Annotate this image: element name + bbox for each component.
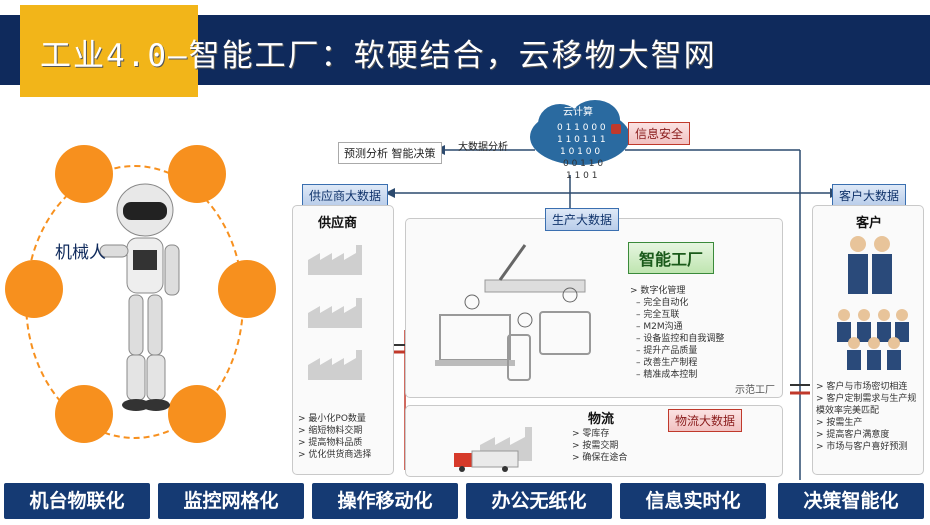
bottom-label-5: 信息实时化 bbox=[620, 483, 766, 519]
cloud-binary-2: 1 1 0 1 1 1 bbox=[557, 135, 606, 145]
devices-illustration bbox=[435, 244, 591, 381]
customer-item-2: > 客户定制需求与生产规 bbox=[816, 394, 917, 404]
bottom-label-6: 决策智能化 bbox=[778, 483, 924, 519]
supplier-bigdata-tag: 供应商大数据 bbox=[302, 184, 389, 207]
supplier-box bbox=[292, 205, 394, 475]
supplier-item-3: > 提高物料品质 bbox=[298, 438, 363, 448]
lock-icon bbox=[611, 124, 621, 134]
bottom-label-3: 操作移动化 bbox=[312, 483, 458, 519]
factory-icon-2 bbox=[308, 298, 362, 328]
orange-node-1 bbox=[55, 145, 113, 203]
logistics-box bbox=[405, 405, 783, 477]
cloud-binary-4: 0 0 1 1 0 bbox=[563, 159, 604, 169]
factory-item-1: > 数字化管理 bbox=[630, 286, 686, 296]
factory-item-6: – 提升产品质量 bbox=[636, 346, 698, 356]
cloud-binary-3: 1 0 1 0 0 bbox=[560, 147, 601, 157]
bottom-label-4: 办公无纸化 bbox=[466, 483, 612, 519]
customer-bigdata-tag: 客户大数据 bbox=[832, 184, 907, 207]
cloud-title: 云计算 bbox=[563, 107, 593, 118]
logistics-item-3: > 确保在途合 bbox=[572, 453, 628, 463]
factory-item-7: – 改善生产制程 bbox=[636, 358, 698, 368]
factory-item-3: – 完全互联 bbox=[636, 310, 680, 320]
orange-node-6 bbox=[168, 385, 226, 443]
bigdata-label: 大数据分析 bbox=[458, 142, 508, 153]
customer-item-6: > 市场与客户喜好预测 bbox=[816, 442, 908, 452]
orange-node-2 bbox=[168, 145, 226, 203]
factory-item-2: – 完全自动化 bbox=[636, 298, 689, 308]
cloud-binary-1: 0 1 1 0 0 0 bbox=[557, 123, 606, 133]
orange-node-5 bbox=[55, 385, 113, 443]
orange-node-3 bbox=[5, 260, 63, 318]
robot-label: 机械人 bbox=[55, 243, 106, 263]
bottom-label-2: 监控网格化 bbox=[158, 483, 304, 519]
supplier-title: 供应商 bbox=[318, 216, 358, 231]
bottom-label-1: 机台物联化 bbox=[4, 483, 150, 519]
predict-label: 预测分析 智能决策 bbox=[338, 142, 442, 164]
logistics-title: 物流 bbox=[588, 412, 615, 427]
logistics-item-2: > 按需交期 bbox=[572, 441, 619, 451]
supplier-item-2: > 缩短物料交期 bbox=[298, 426, 363, 436]
customer-item-5: > 提高客户满意度 bbox=[816, 430, 890, 440]
logistics-bigdata-tag: 物流大数据 bbox=[668, 409, 743, 432]
cloud-icon bbox=[530, 100, 630, 165]
supplier-item-1: > 最小化PO数量 bbox=[298, 414, 366, 424]
logistics-item-1: > 零库存 bbox=[572, 429, 610, 439]
customer-title: 客户 bbox=[856, 216, 883, 231]
customer-item-3: 模效率完美匹配 bbox=[816, 406, 880, 416]
factory-icon-1 bbox=[308, 245, 362, 275]
supplier-item-4: > 优化供货商选择 bbox=[298, 450, 372, 460]
factory-item-5: – 设备监控和自我调整 bbox=[636, 334, 725, 344]
people-group-icon bbox=[837, 309, 909, 370]
page-title: 工业4.0—智能工厂：软硬结合，云移物大智网 bbox=[40, 38, 717, 74]
title-accent-box bbox=[20, 5, 198, 97]
businessman-icon bbox=[848, 236, 892, 294]
smart-factory-title: 智能工厂 bbox=[628, 242, 715, 274]
demo-factory-label: 示范工厂 bbox=[735, 385, 775, 396]
customer-item-1: > 客户与市场密切相连 bbox=[816, 382, 908, 392]
customer-item-4: > 按需生产 bbox=[816, 418, 863, 428]
orange-node-4 bbox=[218, 260, 276, 318]
truck-icon bbox=[454, 427, 532, 472]
factory-item-4: – M2M沟通 bbox=[636, 322, 683, 332]
factory-icon-3 bbox=[308, 350, 362, 380]
factory-item-8: – 精准成本控制 bbox=[636, 370, 698, 380]
security-tag: 信息安全 bbox=[628, 122, 691, 145]
production-bigdata-tag: 生产大数据 bbox=[545, 208, 620, 231]
robot-icon bbox=[99, 183, 180, 411]
cloud-binary-5: 1 1 0 1 bbox=[566, 171, 598, 181]
